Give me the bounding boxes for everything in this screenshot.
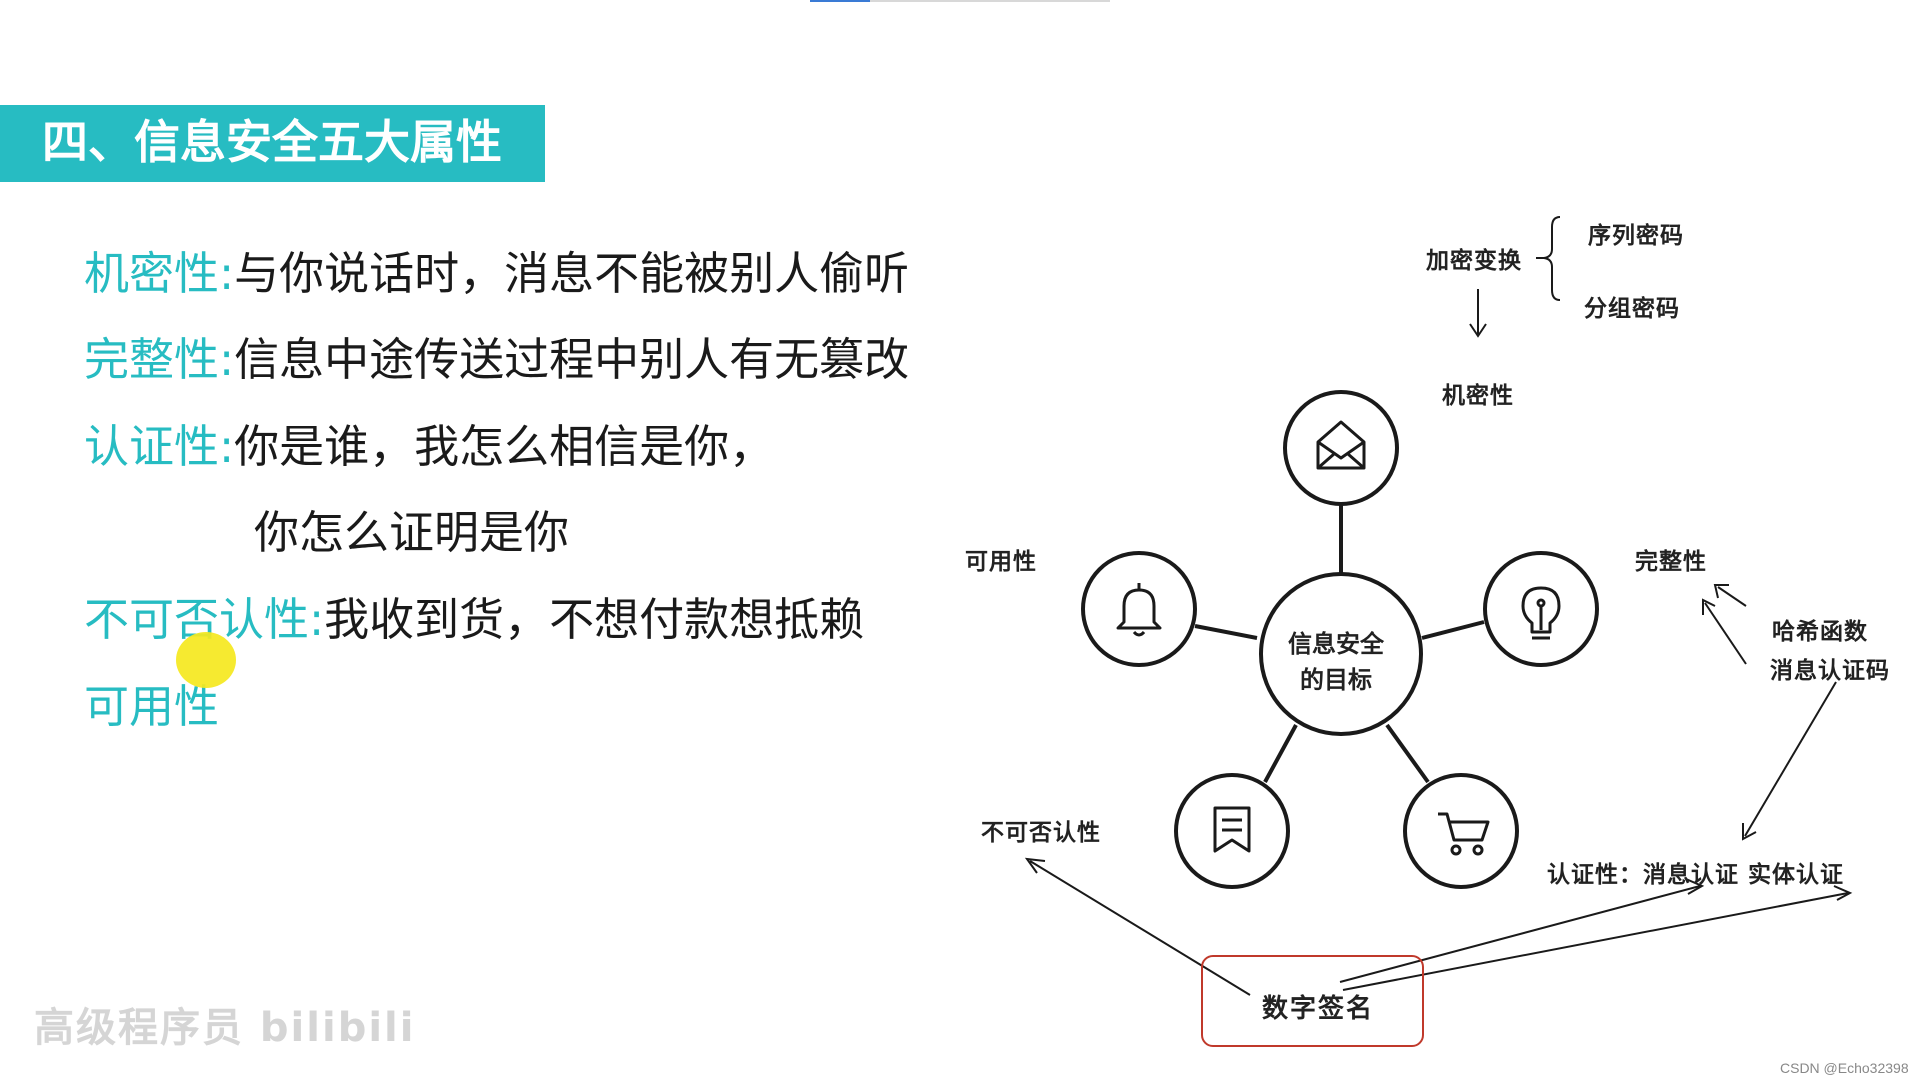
label-integrity: 完整性 (1635, 549, 1707, 575)
attribute-confidentiality: 机密性:与你说话时，消息不能被别人偷听 (84, 244, 909, 304)
attribute-desc: 你是谁，我怎么相信是你， (234, 420, 775, 473)
arrow-signature-to-message-auth (1339, 885, 1701, 983)
arrow-mac-to-integrity (1704, 602, 1747, 665)
center-label: 信息安全 的目标 (1256, 626, 1416, 698)
arrow-mac-to-authentication (1744, 681, 1837, 837)
spoke-left (1194, 624, 1258, 640)
center-label-line1: 信息安全 (1288, 630, 1384, 658)
title-banner (0, 105, 545, 182)
center-label-line2: 的目标 (1300, 666, 1372, 694)
spoke-bottom-left (1263, 724, 1298, 783)
center-node (1259, 572, 1423, 736)
attribute-desc: 我收到货，不想付款想抵赖 (324, 593, 865, 646)
spoke-bottom-right (1385, 723, 1430, 784)
digital-signature-box (1201, 955, 1424, 1047)
node-availability (1081, 551, 1197, 667)
page-title: 四、信息安全五大属性 (42, 115, 502, 169)
progress-indicator (810, 0, 870, 2)
attribute-availability: 可用性 (84, 677, 219, 737)
attribute-label: 完整性: (84, 333, 235, 386)
node-authentication (1403, 773, 1519, 889)
attribute-authentication: 认证性:你是谁，我怎么相信是你， (84, 417, 774, 477)
attribute-desc: 信息中途传送过程中别人有无篡改 (234, 333, 910, 386)
label-availability: 可用性 (965, 549, 1037, 575)
node-confidentiality (1283, 390, 1399, 506)
attribute-label: 可用性 (84, 680, 220, 733)
brace (1543, 216, 1561, 301)
cursor-highlight (176, 632, 236, 688)
cart-icon (1438, 812, 1490, 856)
label-non-repudiation: 不可否认性 (981, 820, 1101, 846)
video-watermark: 高级程序员 bilibili (34, 1005, 416, 1051)
label-digital-signature: 数字签名 (1262, 994, 1375, 1024)
label-sequence-cipher: 序列密码 (1588, 223, 1684, 249)
envelope-icon (1316, 420, 1366, 470)
spoke-right (1421, 620, 1485, 640)
bookmark-icon (1213, 806, 1251, 853)
arrow-signature-to-entity-auth (1342, 892, 1849, 991)
attribute-desc: 与你说话时，消息不能被别人偷听 (234, 247, 910, 300)
label-mac: 消息认证码 (1770, 658, 1890, 684)
attribute-integrity: 完整性:信息中途传送过程中别人有无篡改 (84, 330, 909, 390)
arrow-hash-to-integrity (1717, 586, 1747, 607)
credit-text: CSDN @Echo32398 (1780, 1060, 1909, 1076)
progress-track (810, 0, 1110, 2)
label-confidentiality: 机密性 (1442, 383, 1514, 409)
arrow-signature-to-non-repudiation (1029, 860, 1251, 996)
label-encryption: 加密变换 (1426, 248, 1522, 274)
lightbulb-icon (1521, 586, 1561, 640)
bell-icon (1116, 583, 1162, 637)
label-authentication: 认证性：消息认证 实体认证 (1547, 862, 1845, 888)
label-block-cipher: 分组密码 (1584, 296, 1680, 322)
attribute-authentication-continued: 你怎么证明是你 (254, 506, 570, 559)
attribute-label: 机密性: (84, 247, 235, 300)
label-hash-function: 哈希函数 (1772, 619, 1868, 645)
attribute-label: 认证性: (84, 420, 235, 473)
